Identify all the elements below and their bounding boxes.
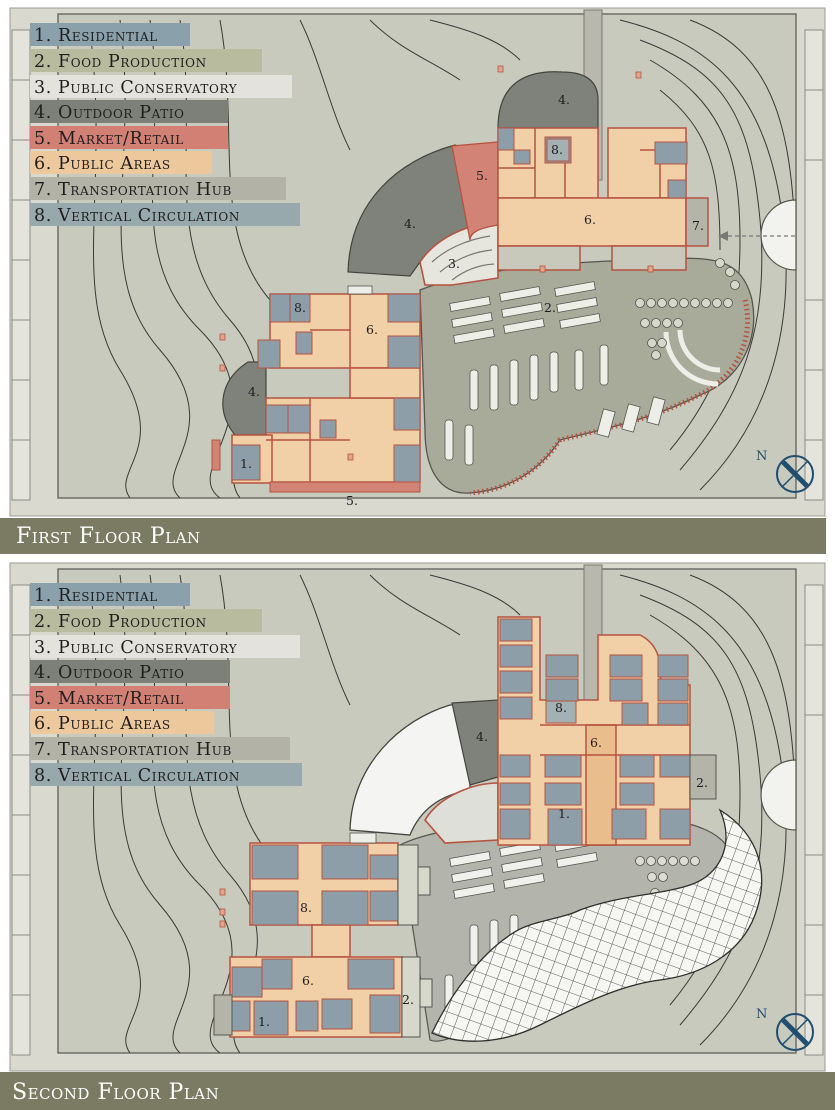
legend-item-7: 7. Transportation Hub xyxy=(34,740,232,760)
label-6-left: 6. xyxy=(302,973,314,988)
label-7: 7. xyxy=(692,218,704,233)
planting-rows xyxy=(444,281,666,466)
parking-strip-left xyxy=(11,584,31,1056)
legend-swatch-2 xyxy=(30,609,262,632)
label-1: 1. xyxy=(240,456,252,471)
conservatory-rows xyxy=(431,235,495,281)
arc-rows xyxy=(663,329,721,387)
arrow-head xyxy=(718,231,728,241)
north-arrow-icon: N xyxy=(756,1007,814,1051)
second-floor-plan: 8. 6. 4. 2. 1. 8. 6. 2. 1. N 1. Resident… xyxy=(0,562,835,1110)
site-markers xyxy=(219,65,654,461)
left-building-residential-units xyxy=(219,844,401,1036)
legend-item-7: 7. Transportation Hub xyxy=(34,180,232,200)
main-stair xyxy=(546,138,570,162)
legend-swatch-6 xyxy=(30,711,214,734)
legend-item-8: 8. Vertical Circulation xyxy=(34,766,240,786)
legend-swatch-6 xyxy=(30,151,212,174)
legend: 1. Residential 2. Food Production 3. Pub… xyxy=(30,23,300,226)
patio-top xyxy=(497,71,599,131)
main-building-residential-units xyxy=(497,127,688,199)
bridge-links xyxy=(397,844,433,1038)
main-tower-residential-units xyxy=(499,618,691,846)
legend-swatch-4 xyxy=(30,100,228,123)
stair-left xyxy=(347,285,373,295)
label-4-top: 4. xyxy=(558,92,570,107)
legend-item-2: 2. Food Production xyxy=(34,612,207,632)
plan-title: First Floor Plan xyxy=(16,524,201,549)
first-floor-plan: 4. 8. 5. 6. 7. 4. 3. 2. 8. 6. 4. 1. 5. N… xyxy=(0,7,826,554)
legend-swatch-5 xyxy=(30,126,228,149)
label-1-left: 1. xyxy=(258,1014,270,1029)
plan-labels: 8. 6. 4. 2. 1. 8. 6. 2. 1. xyxy=(258,700,708,1029)
label-5-bottom: 5. xyxy=(346,493,358,508)
north-label: N xyxy=(756,449,767,464)
label-8-top: 8. xyxy=(555,700,567,715)
label-4-left: 4. xyxy=(248,384,260,399)
north-label: N xyxy=(756,1007,767,1022)
entry-bar xyxy=(211,439,221,471)
legend-item-4: 4. Outdoor Patio xyxy=(34,663,185,683)
planter-circles xyxy=(635,258,740,360)
plan-labels: 4. 8. 5. 6. 7. 4. 3. 2. 8. 6. 4. 1. 5. xyxy=(240,92,704,508)
legend-item-3: 3. Public Conservatory xyxy=(34,638,238,658)
legend-swatch-4 xyxy=(30,660,230,683)
label-4-mid: 4. xyxy=(404,216,416,231)
parking-strip-left xyxy=(11,29,31,501)
legend-item-3: 3. Public Conservatory xyxy=(34,78,238,98)
legend-swatch-1 xyxy=(30,23,190,46)
legend-item-8: 8. Vertical Circulation xyxy=(34,206,240,226)
label-8-top: 8. xyxy=(551,142,563,157)
legend-item-5: 5. Market/Retail xyxy=(34,129,184,149)
legend: 1. Residential 2. Food Production 3. Pub… xyxy=(30,583,302,786)
legend-swatch-3 xyxy=(30,75,292,98)
legend-item-2: 2. Food Production xyxy=(34,52,207,72)
label-8-left: 8. xyxy=(294,300,306,315)
north-arrow-icon: N xyxy=(756,449,814,493)
legend-swatch-2 xyxy=(30,49,262,72)
left-building-residential-units xyxy=(231,293,421,483)
plan-title: Second Floor Plan xyxy=(12,1080,219,1105)
tower-stair xyxy=(545,700,577,724)
left-base xyxy=(213,994,233,1036)
legend-swatch-7 xyxy=(30,177,286,200)
title-banner xyxy=(0,518,826,554)
parking-strip-right xyxy=(804,29,824,501)
drop-off-loop xyxy=(760,759,797,831)
white-dome xyxy=(349,704,471,836)
legend-item-5: 5. Market/Retail xyxy=(34,689,184,709)
drop-off-loop xyxy=(760,199,797,271)
label-8-left: 8. xyxy=(300,900,312,915)
legend-item-6: 6. Public Areas xyxy=(34,154,171,174)
legend-item-1: 1. Residential xyxy=(34,586,158,606)
label-6-main: 6. xyxy=(590,735,602,750)
legend-swatch-5 xyxy=(30,686,230,709)
hatched-edge xyxy=(469,299,751,496)
label-2-right: 2. xyxy=(696,775,708,790)
legend-swatch-8 xyxy=(30,203,300,226)
label-2: 2. xyxy=(544,300,556,315)
site-markers xyxy=(219,888,226,928)
legend-item-6: 6. Public Areas xyxy=(34,714,171,734)
greenhouse-roof xyxy=(431,808,763,1042)
legend-swatch-7 xyxy=(30,737,290,760)
food-production-room xyxy=(689,754,717,800)
parking-strip-right xyxy=(804,584,824,1056)
left-stair xyxy=(349,832,377,844)
legend-item-1: 1. Residential xyxy=(34,26,158,46)
market-strip-bottom xyxy=(269,481,421,493)
label-3: 3. xyxy=(448,256,460,271)
title-banner xyxy=(0,1072,835,1110)
legend-swatch-1 xyxy=(30,583,190,606)
label-2-left: 2. xyxy=(402,992,414,1007)
legend-item-4: 4. Outdoor Patio xyxy=(34,103,185,123)
legend-swatch-8 xyxy=(30,763,302,786)
legend-swatch-3 xyxy=(30,635,300,658)
label-6-main: 6. xyxy=(584,212,596,227)
planter-circles xyxy=(635,856,700,898)
label-4: 4. xyxy=(476,729,488,744)
label-6-left: 6. xyxy=(366,322,378,337)
label-5-mid: 5. xyxy=(476,168,488,183)
label-1-main: 1. xyxy=(558,806,570,821)
